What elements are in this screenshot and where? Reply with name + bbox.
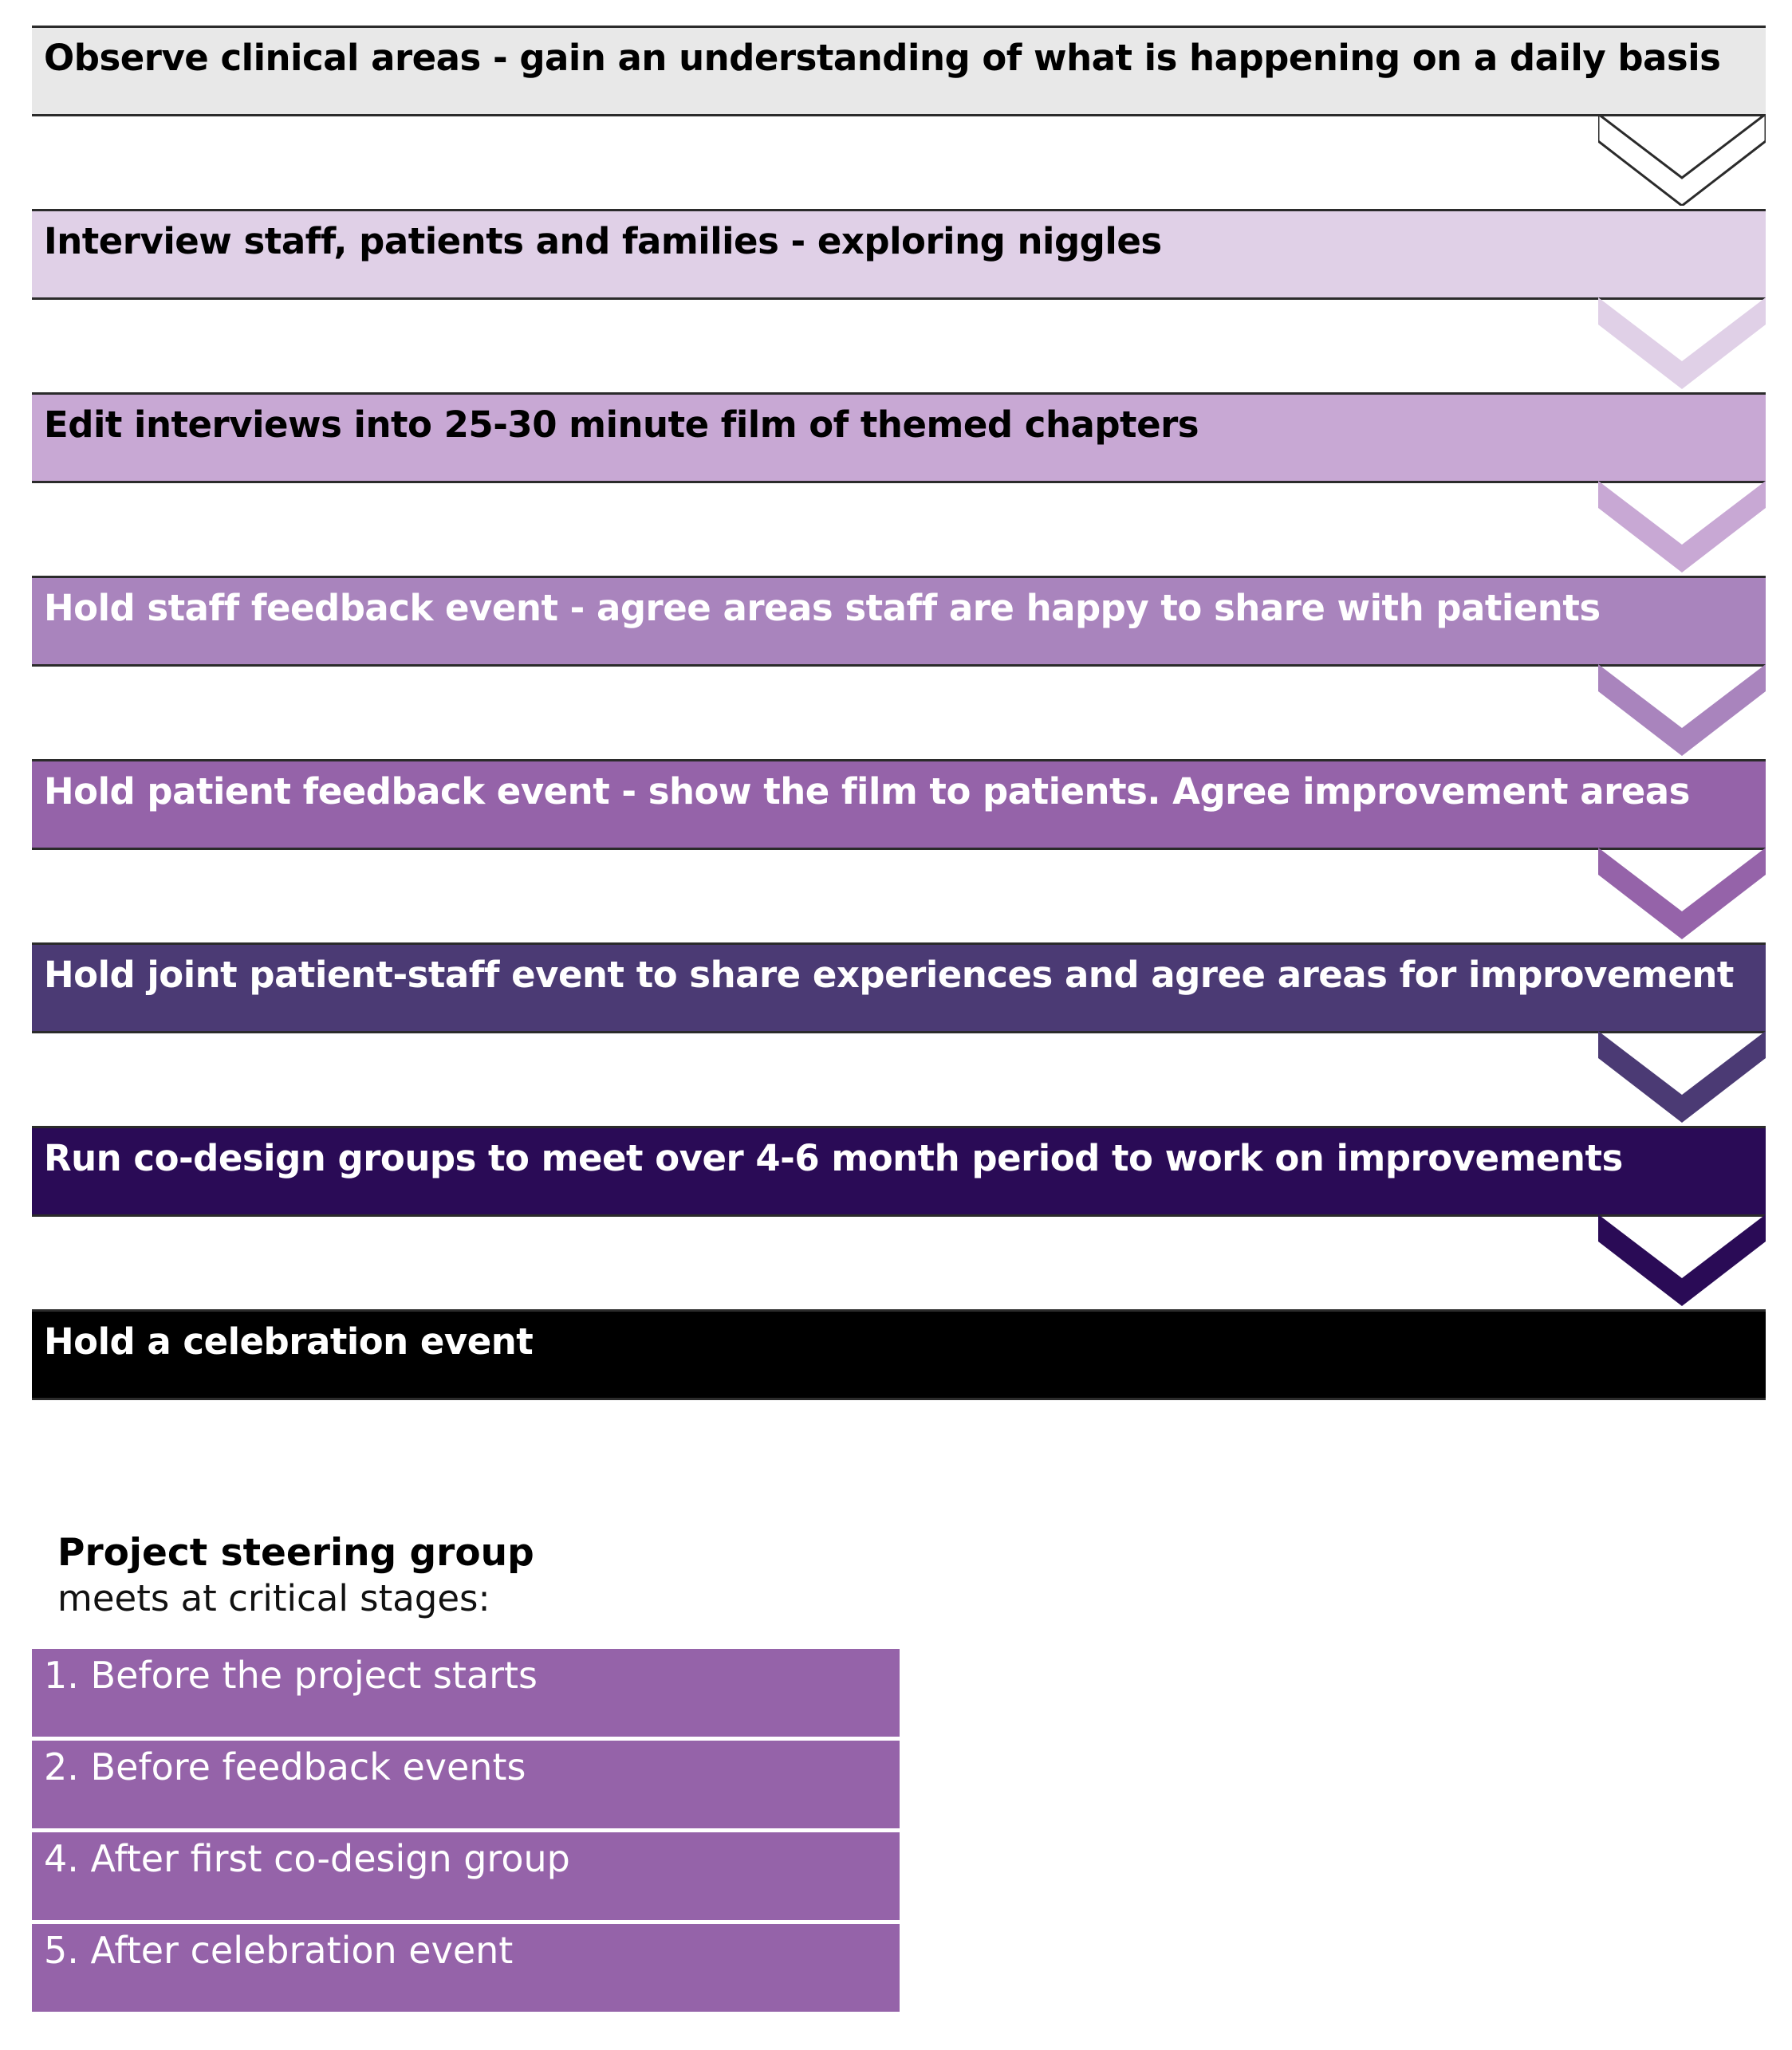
process-flow: Observe clinical areas - gain an underst… — [32, 26, 1766, 1400]
steering-stage-2: 2. Before feedback events — [32, 1741, 900, 1828]
process-step-2: Interview staff, patients and families -… — [32, 209, 1766, 300]
chevron-down-icon — [1598, 1031, 1766, 1123]
process-step-6: Hold joint patient-staff event to share … — [32, 942, 1766, 1033]
chevron-down-icon — [1598, 848, 1766, 939]
process-step-5: Hold patient feedback event - show the f… — [32, 759, 1766, 850]
chevron-down-icon — [1598, 297, 1766, 389]
chevron-down-icon — [1598, 481, 1766, 573]
steering-stage-1: 1. Before the project starts — [32, 1649, 900, 1737]
chevron-down-icon — [1598, 114, 1766, 206]
steering-group-subtitle: meets at critical stages: — [57, 1577, 490, 1619]
process-step-label: Interview staff, patients and families -… — [44, 220, 1162, 262]
process-step-4: Hold staff feedback event - agree areas … — [32, 576, 1766, 667]
process-step-label: Hold joint patient-staff event to share … — [44, 954, 1734, 996]
steering-stage-label: 1. Before the project starts — [44, 1654, 538, 1697]
process-step-7: Run co-design groups to meet over 4-6 mo… — [32, 1126, 1766, 1217]
process-step-label: Observe clinical areas - gain an underst… — [44, 37, 1721, 79]
process-step-8: Hold a celebration event — [32, 1309, 1766, 1400]
steering-stage-3: 4. After first co-design group — [32, 1832, 900, 1920]
process-step-label: Run co-design groups to meet over 4-6 mo… — [44, 1137, 1623, 1179]
chevron-down-icon — [1598, 664, 1766, 756]
process-step-label: Hold staff feedback event - agree areas … — [44, 587, 1601, 629]
steering-stage-label: 2. Before feedback events — [44, 1745, 526, 1788]
steering-stage-label: 4. After first co-design group — [44, 1837, 570, 1880]
process-step-label: Hold patient feedback event - show the f… — [44, 770, 1690, 813]
steering-stage-label: 5. After celebration event — [44, 1929, 514, 1972]
process-step-label: Edit interviews into 25-30 minute film o… — [44, 403, 1199, 446]
steering-stage-4: 5. After celebration event — [32, 1924, 900, 2012]
process-step-3: Edit interviews into 25-30 minute film o… — [32, 392, 1766, 483]
process-step-label: Hold a celebration event — [44, 1320, 534, 1363]
steering-group-title: Project steering group — [57, 1531, 534, 1575]
chevron-down-icon — [1598, 1214, 1766, 1306]
process-step-1: Observe clinical areas - gain an underst… — [32, 26, 1766, 116]
